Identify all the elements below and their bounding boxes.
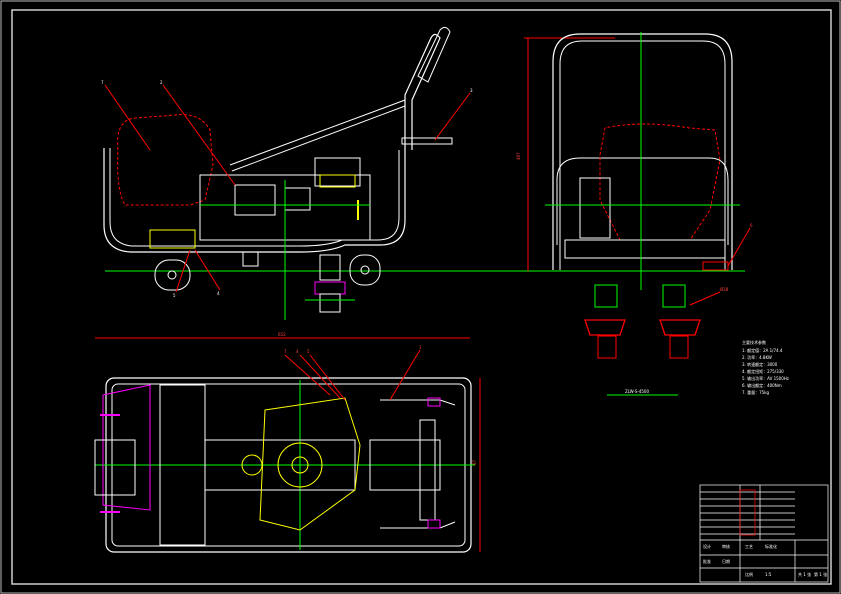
front-coupling-left [584,284,626,359]
side-balloon-1: 7 [101,80,104,85]
side-motor-yellow [319,174,356,188]
title-block-rows [700,491,795,535]
tb-date: 日期 [722,558,730,564]
side-engine-outline [117,114,214,206]
front-height-label: 497 [516,152,521,160]
front-balloon-6: 6 [750,223,753,228]
tb-scale-label: 比例 [745,571,753,577]
top-balloon-2: 4 [296,349,299,354]
spec-line-5: 5. 输出功率：AV 1500Hz [742,375,789,381]
top-view: 652 87 7 4 5 1 [94,332,481,553]
top-engine-mount [94,439,136,496]
top-leaders [284,349,421,401]
sheet-inner-border [11,9,832,585]
tb-standard: 标准化 [765,543,777,549]
spec-notes: 主要技术参数 1. 额定值：2A 1/74.4 2. 功率：4.8KW 3. 转… [742,339,789,395]
side-balloon-2: 2 [160,80,163,85]
side-handle-brace2 [231,105,406,172]
top-pump-plate [259,397,361,531]
side-handle-grip [417,26,451,83]
front-base [564,239,726,259]
top-handle-rail [380,399,456,529]
top-balloon-3: 5 [307,349,310,354]
front-view: 497 6 Ø38 ZLW-S-4500 [516,32,753,396]
front-width-label: ZLW-S-4500 [625,389,649,394]
tb-process: 工艺 [745,544,753,549]
side-wheel-left [154,259,191,291]
title-block-highlight [739,489,756,536]
tb-sheets-total: 共 1 张 [798,571,811,577]
front-frame-outer [552,33,733,270]
spec-line-1: 1. 额定值：2A 1/74.4 [742,347,783,353]
title-block-text: 设计 审核 工艺 标准化 批准 日期 比例 1:5 共 1 张 第 1 张 [703,543,827,577]
tb-approve: 批准 [703,558,711,564]
top-handle-tip-top [427,397,441,407]
side-handle [404,33,441,150]
side-frame [103,148,406,253]
side-wheel-right [349,254,381,286]
front-coupling-right [659,284,701,359]
front-lower-frame [556,157,729,245]
front-leader-6 [727,227,751,267]
top-pump-hub [291,456,309,474]
top-balloon-4: 1 [419,345,422,350]
tb-review: 审核 [722,543,730,549]
spec-line-3: 3. 转速额定：3000 [742,361,778,367]
top-balloon-1: 7 [284,349,287,354]
tb-scale: 1:5 [765,572,772,577]
side-balloon-5: 4 [217,291,220,296]
side-coupling [305,254,355,313]
side-clamp [149,229,196,249]
side-foot [242,251,259,267]
front-leader-part [689,291,721,306]
spec-line-6: 6. 输出额定：400Nm [742,382,782,388]
side-pump-block [234,184,276,216]
top-handle-bar [419,419,436,521]
tb-designer: 设计 [703,543,711,549]
side-handle-bracket [401,137,453,145]
side-frame-inner [109,148,400,247]
top-engine [102,384,151,511]
front-engine [599,123,721,241]
front-part-label: Ø38 [720,287,729,292]
tb-sheet-no: 第 1 张 [814,571,827,577]
spec-line-7: 7. 重量：75kg [742,389,769,395]
top-width-label: 652 [278,332,286,337]
front-pump [579,177,611,239]
top-pump-flange [277,442,323,488]
front-frame-inner [559,40,726,270]
top-pump-body [204,439,356,491]
top-handle-tip-bot [427,519,441,529]
side-balloon-4: 5 [173,293,176,298]
spec-line-2: 2. 功率：4.8KW [742,354,772,360]
side-balloon-3: 3 [470,88,473,93]
spec-title: 主要技术参数 [742,339,766,345]
spec-line-4: 4. 额定扭矩：275/330 [742,368,784,374]
front-tag [702,261,729,271]
side-handle-brace [229,99,406,166]
title-block [699,484,829,583]
side-leaders [104,84,471,293]
top-handle-mount [369,439,441,491]
side-view: 7 2 3 5 4 [101,26,560,320]
side-manifold [314,157,361,187]
top-depth-label: 87 [472,459,477,465]
side-pump-block2 [284,187,311,211]
